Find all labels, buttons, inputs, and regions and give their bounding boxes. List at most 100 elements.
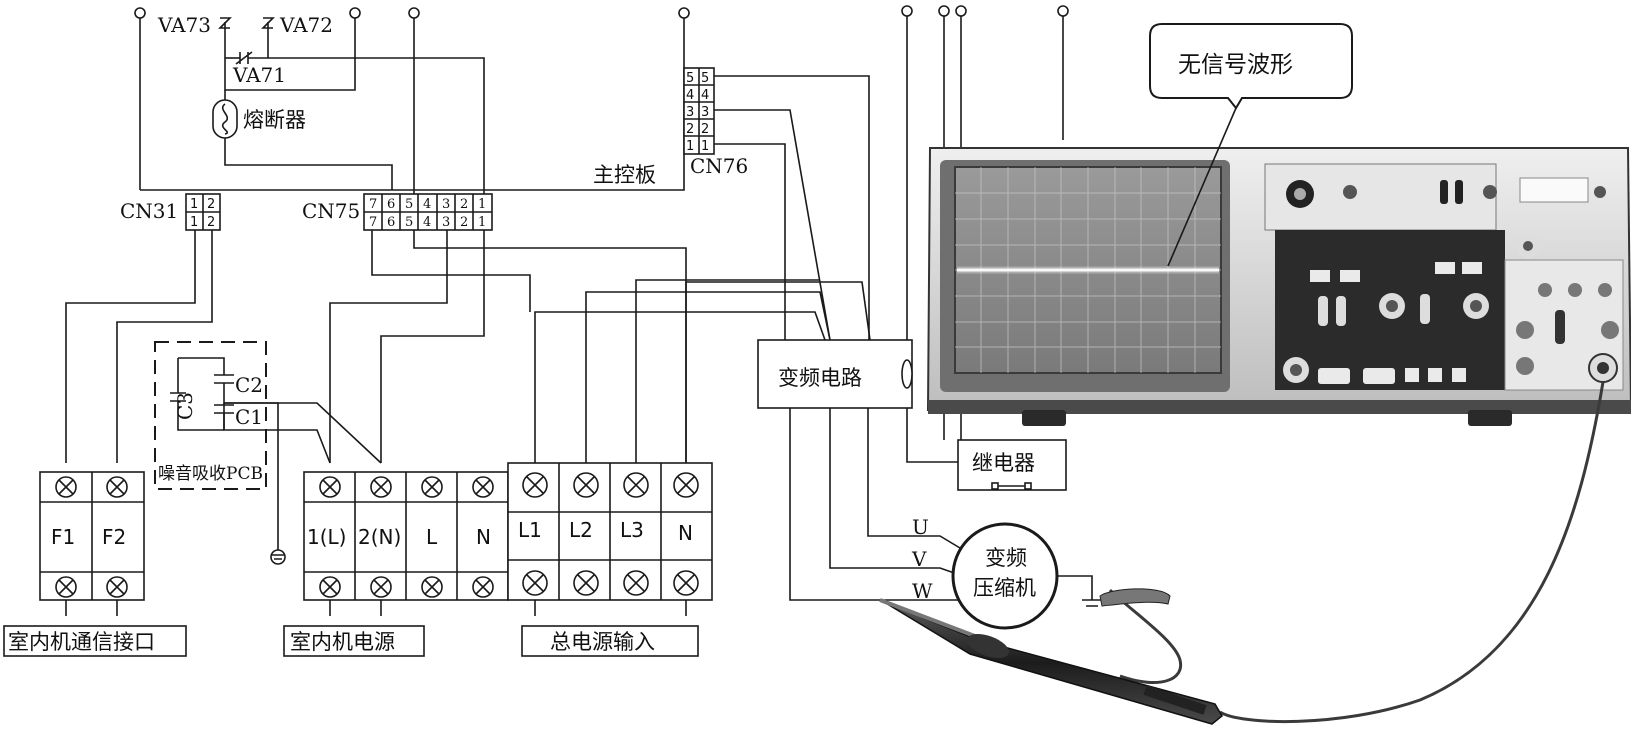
screw-icon xyxy=(673,472,699,498)
terminal-circle xyxy=(1057,5,1069,17)
screw-icon xyxy=(472,476,494,498)
scope-knob-icon xyxy=(1463,293,1489,319)
compressor-label-1: 变频 xyxy=(985,546,1027,570)
screw-icon xyxy=(370,476,392,498)
svg-text:6: 6 xyxy=(387,197,395,212)
cn76-label: CN76 xyxy=(690,154,748,178)
svg-text:2: 2 xyxy=(207,215,215,230)
terminal-circle xyxy=(134,7,146,19)
screw-icon xyxy=(573,472,599,498)
screw-icon xyxy=(623,570,649,596)
scope-knob-icon xyxy=(1516,234,1540,258)
screw-icon xyxy=(319,576,341,598)
terminal-main-n: N xyxy=(678,521,693,545)
svg-text:4: 4 xyxy=(701,88,709,103)
svg-text:6: 6 xyxy=(387,215,395,230)
terminal-circle xyxy=(901,5,913,17)
screw-icon xyxy=(623,472,649,498)
cn76-connector: 5 5 4 4 3 3 2 2 1 1 CN76 xyxy=(683,67,748,178)
terminal-circle xyxy=(408,7,420,19)
comm-caption: 室内机通信接口 xyxy=(8,630,155,654)
screw-icon xyxy=(673,570,699,596)
relay-label: 继电器 xyxy=(972,451,1035,475)
noise-pcb: C2 C1 C3 噪音吸收PCB xyxy=(154,341,286,565)
svg-text:4: 4 xyxy=(423,197,431,212)
svg-text:3: 3 xyxy=(442,197,450,212)
terminal-block-main-power: L1 L2 L3 N 总电源输入 xyxy=(507,462,713,657)
svg-text:3: 3 xyxy=(701,105,709,120)
svg-text:5: 5 xyxy=(701,71,709,86)
inverter-circuit-box: 变频电路 xyxy=(757,339,913,409)
cn75-label: CN75 xyxy=(302,199,360,223)
svg-text:2: 2 xyxy=(207,197,215,212)
oscilloscope-probe xyxy=(879,381,1605,725)
svg-text:1: 1 xyxy=(190,197,198,212)
c3-label: C3 xyxy=(173,392,197,420)
top-terminals xyxy=(134,5,1069,19)
va71-label: VA71 xyxy=(232,63,286,87)
svg-text:5: 5 xyxy=(686,71,694,86)
svg-text:2: 2 xyxy=(686,122,694,137)
svg-text:3: 3 xyxy=(686,105,694,120)
scope-knob-icon xyxy=(1379,293,1405,319)
terminal-circle xyxy=(349,7,361,19)
scope-display-window xyxy=(1519,177,1589,203)
terminal-2n: 2(N) xyxy=(358,525,401,549)
oscilloscope xyxy=(926,147,1631,426)
svg-text:5: 5 xyxy=(405,197,413,212)
noise-pcb-outline xyxy=(154,341,267,490)
terminal-l3: L3 xyxy=(620,518,644,542)
inductor-symbol xyxy=(901,359,913,389)
va72-label: VA72 xyxy=(279,13,333,37)
screw-icon xyxy=(106,576,128,598)
indoor-power-caption: 室内机电源 xyxy=(290,630,395,654)
probe-input-connector-icon xyxy=(1588,353,1618,383)
terminal-1l: 1(L) xyxy=(307,525,346,549)
va73-label: VA73 xyxy=(157,13,211,37)
c1-label: C1 xyxy=(235,405,263,429)
callout-pointer xyxy=(1167,107,1237,267)
svg-text:3: 3 xyxy=(442,215,450,230)
cn31-connector: 1 2 1 2 CN31 xyxy=(120,193,221,231)
phase-u-label: U xyxy=(912,515,929,539)
screw-icon xyxy=(319,476,341,498)
svg-text:1: 1 xyxy=(478,215,486,230)
svg-text:2: 2 xyxy=(701,122,709,137)
compressor: 变频 压缩机 U V W xyxy=(911,515,1102,630)
scope-foot xyxy=(1022,410,1066,426)
varistor-group: VA73 VA72 VA71 熔断器 xyxy=(139,13,485,238)
compressor-label-2: 压缩机 xyxy=(973,576,1036,600)
fuse-symbol xyxy=(212,99,238,139)
screw-icon xyxy=(370,576,392,598)
svg-text:2: 2 xyxy=(460,197,468,212)
screw-icon xyxy=(573,570,599,596)
screw-icon xyxy=(522,570,548,596)
screw-icon xyxy=(106,476,128,498)
svg-text:7: 7 xyxy=(369,197,377,212)
callout-text: 无信号波形 xyxy=(1178,52,1293,78)
varistor-va73-symbol xyxy=(218,17,232,29)
callout: 无信号波形 xyxy=(1149,23,1353,267)
svg-text:1: 1 xyxy=(190,215,198,230)
svg-text:4: 4 xyxy=(423,215,431,230)
screw-icon xyxy=(421,576,443,598)
relay-box: 继电器 xyxy=(957,439,1067,491)
terminal-circle xyxy=(955,5,967,17)
phase-v-label: V xyxy=(911,547,927,571)
svg-text:2: 2 xyxy=(460,215,468,230)
compressor-ground-icon xyxy=(1057,575,1102,607)
screw-icon xyxy=(472,576,494,598)
cn31-label: CN31 xyxy=(120,199,178,223)
terminal-circle xyxy=(938,5,950,17)
capacitor-c2-symbol xyxy=(214,374,234,384)
ground-icon xyxy=(270,549,286,565)
callout-bubble xyxy=(1149,23,1353,110)
terminal-l2: L2 xyxy=(569,518,593,542)
main-board-label: 主控板 xyxy=(593,163,656,187)
screw-icon xyxy=(522,472,548,498)
terminal-l1: L1 xyxy=(518,518,542,542)
c2-label: C2 xyxy=(235,373,263,397)
svg-text:1: 1 xyxy=(701,139,709,154)
